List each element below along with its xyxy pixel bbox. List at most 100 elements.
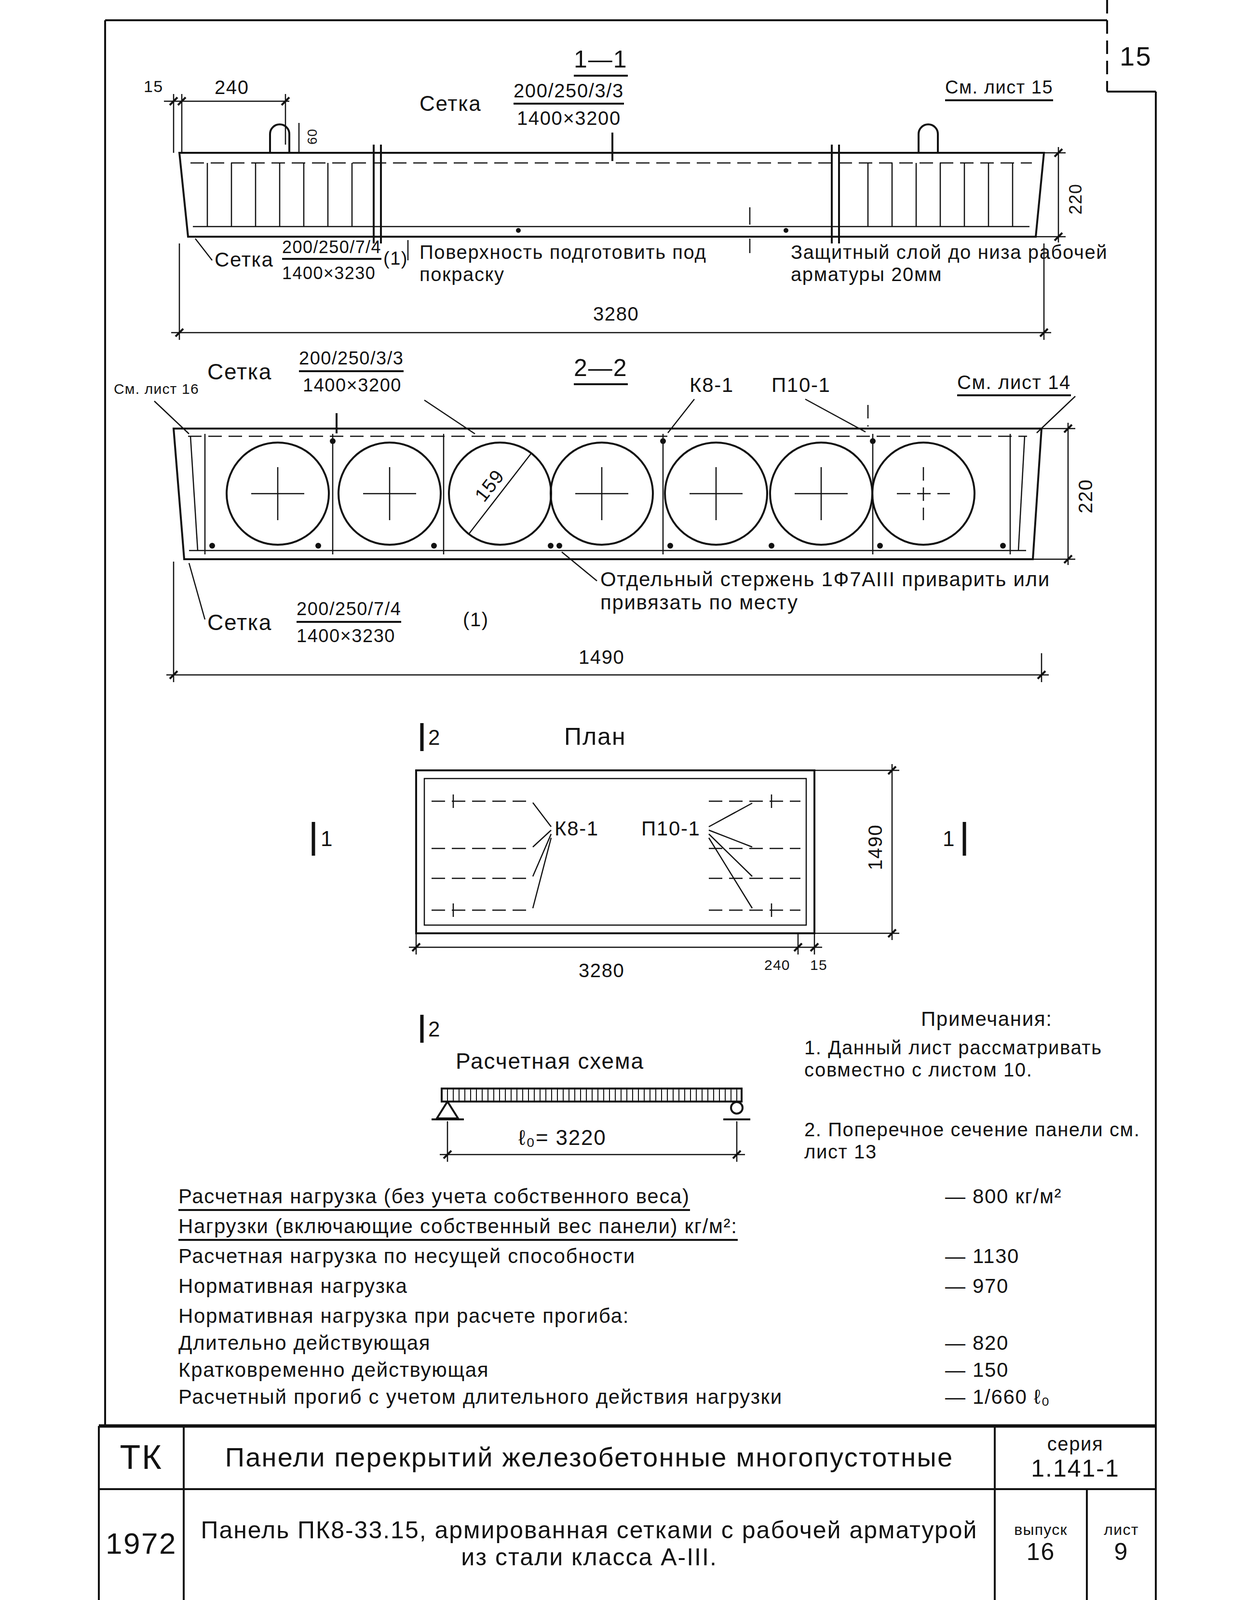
drawing-label: Расчетный прогиб с учетом длительного де… <box>178 1385 783 1409</box>
dimension-lines <box>1064 424 1072 433</box>
drawing-label: 2 <box>428 1017 441 1043</box>
section-1-1 <box>939 162 942 227</box>
plan-view <box>424 778 807 926</box>
dimension-lines <box>178 243 181 340</box>
drawing-label: 1 <box>320 826 334 852</box>
plan-view <box>708 830 753 848</box>
plan-view <box>412 943 420 952</box>
drawing-label: Примечания: <box>920 1007 1053 1031</box>
drawing-label: План <box>564 723 627 752</box>
drawing-label: 220 <box>1074 478 1097 514</box>
drawing-label: К8-1 <box>554 817 599 841</box>
dimension-lines <box>169 671 178 679</box>
drawing-label: Сетка <box>419 91 482 117</box>
plan-view <box>797 933 799 955</box>
dimension-lines <box>1057 147 1060 243</box>
drawing-label: (1) <box>462 608 489 631</box>
title-block-cell: выпуск16 <box>994 1489 1087 1598</box>
plan-view <box>708 838 753 909</box>
section-2-2 <box>190 436 198 551</box>
drawing-label: Нагрузки (включающие собственный вес пан… <box>178 1215 738 1242</box>
drawing-label: 15 <box>810 957 828 975</box>
section-2-2 <box>188 435 1028 438</box>
dimension-lines <box>166 674 1049 677</box>
title-block-text: ТК <box>119 1438 163 1477</box>
section-2-2 <box>662 433 664 555</box>
section-1-1 <box>372 144 375 244</box>
plan-view <box>452 903 455 918</box>
section-2-2 <box>315 542 322 549</box>
section-1-1 <box>351 162 353 227</box>
drawing-label: 15 <box>1119 40 1152 72</box>
section-2-2 <box>547 542 554 549</box>
section-2-2 <box>869 438 876 445</box>
design-scheme <box>447 1088 737 1102</box>
section-1-1 <box>611 132 614 162</box>
section-2-2 <box>561 552 597 582</box>
section-1-1 <box>190 162 1032 164</box>
dimension-lines <box>281 97 290 106</box>
drawing-label: 15 <box>143 77 164 96</box>
drawing-label: 1400×3230 <box>296 625 396 648</box>
section-2-2 <box>556 542 563 549</box>
design-scheme <box>723 1118 751 1121</box>
section-1-1 <box>303 162 305 227</box>
section-2-2 <box>189 550 1027 552</box>
section-2-2 <box>204 433 206 555</box>
drawing-label: 1400×3200 <box>516 107 622 130</box>
section-2-2 <box>443 433 445 555</box>
section-2-2 <box>1009 433 1012 555</box>
title-block-text: 1.141-1 <box>1030 1455 1120 1483</box>
section-1-1 <box>867 162 869 227</box>
title-block-text: лист <box>1103 1521 1139 1540</box>
plan-view <box>814 770 900 772</box>
section-1-1 <box>230 162 233 227</box>
dimension-lines <box>1043 152 1066 154</box>
sheet-frame <box>182 1426 185 1600</box>
drawing-label: 240 <box>764 957 791 975</box>
section-1-1 <box>179 124 1044 261</box>
design-scheme <box>431 1088 751 1163</box>
drawing-label: 1400×3200 <box>302 375 402 397</box>
section-2-2 <box>189 563 205 620</box>
drawing-label: 1 <box>942 826 956 852</box>
title-block-cell: серия1.141-1 <box>994 1426 1156 1490</box>
drawing-label: — 800 кг/м² <box>945 1185 1062 1209</box>
sheet-frame <box>993 1426 996 1600</box>
drawing-label: Расчетная схема <box>455 1048 645 1075</box>
section-2-2 <box>209 542 216 549</box>
section-1-1 <box>749 238 751 254</box>
plan-view <box>452 794 455 809</box>
design-scheme <box>443 1150 452 1159</box>
drawing-label: 60 <box>304 128 321 145</box>
title-block-text: 9 <box>1114 1538 1129 1566</box>
plan-view <box>532 802 552 827</box>
plan-view <box>708 834 753 877</box>
section-2-2 <box>154 401 190 434</box>
dimension-lines <box>169 97 178 106</box>
plan-view <box>313 723 965 1043</box>
section-2-2 <box>173 428 1042 560</box>
section-2-2 <box>872 442 975 545</box>
plan-view <box>532 830 552 848</box>
title-block-cell: Панели перекрытий железобетонные многопу… <box>183 1426 995 1490</box>
section-1-1 <box>988 162 990 227</box>
section-2-2 <box>468 453 532 535</box>
drawing-label: 159 <box>468 463 510 508</box>
section-1-1 <box>327 162 329 227</box>
sheet-frame <box>1085 1489 1088 1600</box>
title-block-cell: Панель ПК8-33.15, армированная сетками с… <box>183 1489 995 1598</box>
drawing-label: 220 <box>1065 183 1086 215</box>
plan-view <box>708 801 801 911</box>
section-1-1 <box>963 162 966 227</box>
dimension-lines <box>1067 422 1070 566</box>
plan-view <box>311 822 316 856</box>
drawing-label: Сетка <box>207 359 272 385</box>
sheet-frame <box>1154 91 1157 1600</box>
drawing-label: 200/250/3/3 <box>513 79 624 105</box>
section-2-2 <box>329 438 336 445</box>
design-scheme <box>732 1150 741 1159</box>
section-1-1 <box>915 162 918 227</box>
drawing-label: 1490 <box>578 646 625 669</box>
section-1-1 <box>195 238 213 261</box>
